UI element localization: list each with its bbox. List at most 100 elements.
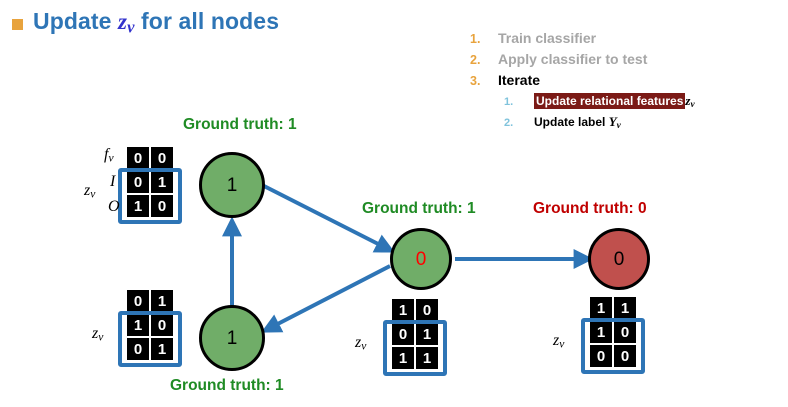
step-label-1: Train classifier (498, 30, 597, 46)
matrix-cell: 0 (151, 314, 173, 336)
substep-variable-sub-1: v (690, 100, 695, 111)
matrix-cell: 0 (151, 195, 173, 217)
matrix-group-label-bottom-left: zv (92, 325, 103, 344)
substep-label-2: Update label Yv (534, 114, 621, 131)
substep-number-1: 1. (504, 96, 514, 108)
step-item-2[interactable]: 2. Apply classifier to test (470, 51, 788, 67)
matrix-cell: 1 (614, 297, 636, 319)
matrix-row: 1 0 (126, 194, 174, 218)
title-suffix: for all nodes (134, 8, 280, 34)
matrix-cell: 1 (151, 338, 173, 360)
matrix-cell: 0 (590, 345, 612, 367)
matrix-row: 0 1 (126, 289, 174, 313)
matrix-row-label-O: O (108, 198, 120, 215)
matrix-row-label-I: I (110, 173, 116, 190)
node-right[interactable]: 0 (588, 228, 650, 290)
node-value-middle: 0 (415, 248, 427, 270)
matrix-cell: 1 (151, 171, 173, 193)
substep-variable-2: Yv (608, 114, 621, 132)
row-label-sub: v (108, 152, 114, 165)
group-label-base: z (84, 182, 91, 199)
node-middle[interactable]: 0 (390, 228, 452, 290)
substep-text-2: Update label (534, 115, 606, 130)
matrix-row: 1 1 (391, 346, 439, 370)
matrix-group-label-top-left: zv (84, 182, 95, 201)
matrix-cell: 1 (392, 347, 414, 369)
matrix-cell: 0 (614, 321, 636, 343)
group-label-sub: v (90, 188, 96, 201)
step-number-2: 2. (470, 53, 481, 67)
matrix-cell: 1 (127, 195, 149, 217)
row-label-base: f (104, 146, 109, 163)
matrix-middle: 1 0 0 1 1 1 (383, 298, 447, 376)
matrix-bottom-left: 0 1 1 0 0 1 (118, 289, 182, 367)
group-label-sub: v (361, 340, 367, 353)
matrix-cell: 1 (127, 314, 149, 336)
matrix-cell: 0 (392, 323, 414, 345)
substep-variable-sub-2: v (616, 121, 621, 132)
substep-item-2[interactable]: 2. Update label Yv (504, 114, 788, 131)
matrix-row: 0 0 (589, 344, 637, 368)
matrix-cell: 1 (590, 321, 612, 343)
page-title: Update zv for all nodes (12, 8, 279, 38)
matrix-row: 0 1 (126, 170, 174, 194)
substep-variable-base-2: Y (608, 114, 617, 130)
ground-truth-label-right: Ground truth: 0 (533, 200, 647, 217)
step-label-3: Iterate (498, 72, 541, 88)
ground-truth-label-top-left: Ground truth: 1 (183, 116, 297, 133)
title-variable-sub: v (127, 17, 135, 37)
node-value-bottom-left: 1 (226, 327, 238, 349)
matrix-cell: 1 (590, 297, 612, 319)
step-label-2: Apply classifier to test (498, 51, 648, 67)
matrix-cell: 1 (416, 347, 438, 369)
substep-variable-base-1: z (685, 93, 691, 108)
title-variable: zv (118, 9, 135, 37)
matrix-top-left: 0 0 0 1 1 0 (118, 146, 182, 224)
edge-middle-bottomleft (261, 264, 391, 333)
title-text: Update zv for all nodes (33, 8, 279, 38)
substep-variable-1: zv (685, 93, 695, 111)
matrix-cell: 1 (151, 290, 173, 312)
ground-truth-label-bottom-left: Ground truth: 1 (170, 377, 284, 394)
group-label-base: z (355, 334, 362, 351)
step-item-1[interactable]: 1. Train classifier (470, 30, 788, 46)
matrix-row: 0 0 (126, 146, 174, 170)
node-top-left[interactable]: 1 (199, 152, 265, 218)
matrix-right: 1 1 1 0 0 0 (581, 296, 645, 374)
group-label-base: z (92, 325, 99, 342)
matrix-cell: 0 (614, 345, 636, 367)
matrix-cell: 0 (151, 147, 173, 169)
title-prefix: Update (33, 8, 119, 34)
group-label-base: z (553, 332, 560, 349)
substep-highlight-1: Update relational features (534, 93, 686, 109)
matrix-cell: 0 (127, 338, 149, 360)
group-label-sub: v (98, 331, 104, 344)
node-value-top-left: 1 (226, 174, 238, 196)
group-label-sub: v (559, 338, 565, 351)
matrix-group-label-right: zv (553, 332, 564, 351)
matrix-cell: 0 (416, 299, 438, 321)
square-bullet-icon (12, 18, 23, 30)
matrix-cell: 0 (127, 147, 149, 169)
title-variable-base: z (118, 9, 128, 34)
step-number-3: 3. (470, 74, 481, 88)
matrix-cell: 1 (392, 299, 414, 321)
node-value-right: 0 (613, 248, 625, 270)
node-bottom-left[interactable]: 1 (199, 305, 265, 371)
matrix-row: 1 0 (391, 298, 439, 322)
step-number-1: 1. (470, 32, 481, 46)
matrix-row: 0 1 (391, 322, 439, 346)
matrix-row: 1 1 (589, 296, 637, 320)
matrix-cell: 0 (127, 290, 149, 312)
steps-list: 1. Train classifier 2. Apply classifier … (470, 30, 788, 135)
substep-number-2: 2. (504, 117, 514, 130)
step-item-3[interactable]: 3. Iterate (470, 72, 788, 88)
matrix-cell: 0 (127, 171, 149, 193)
ground-truth-label-middle: Ground truth: 1 (362, 200, 476, 217)
matrix-row: 0 1 (126, 337, 174, 361)
matrix-row: 1 0 (589, 320, 637, 344)
